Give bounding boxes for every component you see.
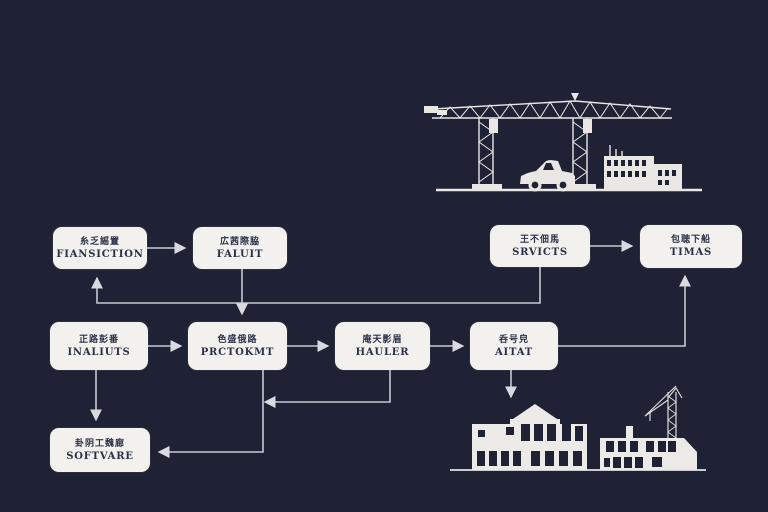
gantry-crane-illustration — [424, 93, 702, 192]
building-right — [600, 426, 697, 470]
node-label: INALIUTS — [67, 346, 131, 358]
node-label: HAULER — [355, 346, 410, 358]
node-label: SRVICTS — [512, 246, 568, 258]
node-glyph-text: 卦阴工魏廊 — [74, 438, 125, 449]
node-label: SOFTVARE — [66, 450, 134, 462]
node-softvare: 卦阴工魏廊 SOFTVARE — [50, 428, 150, 472]
crane-beam — [432, 93, 672, 119]
node-glyph-text: 庵天影眉 — [362, 334, 403, 345]
edges-group — [90, 240, 691, 458]
truck-illustration — [520, 160, 575, 192]
node-fransiction: 糸乏謡置 FIANSICTION — [53, 227, 147, 269]
node-glyph-text: 包聴下船 — [670, 235, 711, 245]
node-label: FALUIT — [216, 248, 264, 260]
node-hauler: 庵天影眉 HAULER — [335, 322, 430, 370]
node-prctokmt: 色盛俄路 PRCTOKMT — [188, 322, 287, 370]
crane-site-building — [604, 145, 682, 190]
edge-aitat-timas — [558, 274, 691, 347]
node-faluit: 広茜際脇 FALUIT — [193, 227, 287, 269]
node-aitat: 呑号皃 AITAT — [470, 322, 558, 370]
edge-prctokmt-softvare — [157, 370, 264, 458]
node-label: TIMAS — [669, 247, 713, 258]
crane-hoist-right — [583, 119, 592, 133]
edge-hauler-left-arrow — [263, 370, 391, 408]
node-timas: 包聴下船 TIMAS — [640, 225, 742, 268]
node-glyph-text: 王不佃馬 — [519, 234, 560, 245]
node-inaliuts: 正路彭番 INALIUTS — [50, 322, 148, 370]
building-left — [472, 404, 587, 470]
node-glyph-text: 色盛俄路 — [217, 334, 258, 345]
node-label: FIANSICTION — [56, 248, 144, 260]
node-label: AITAT — [495, 346, 533, 358]
node-glyph-text: 呑号皃 — [498, 334, 529, 345]
node-glyph-text: 糸乏謡置 — [79, 236, 120, 247]
node-srvicts: 王不佃馬 SRVICTS — [490, 225, 590, 267]
node-glyph-text: 広茜際脇 — [219, 236, 260, 247]
node-glyph-text: 正路彭番 — [78, 334, 119, 345]
edge-srvicts-fransiction — [91, 267, 541, 304]
node-label: PRCTOKMT — [200, 346, 275, 358]
buildings-illustration — [450, 385, 706, 471]
crane-hoist-left — [489, 119, 498, 133]
